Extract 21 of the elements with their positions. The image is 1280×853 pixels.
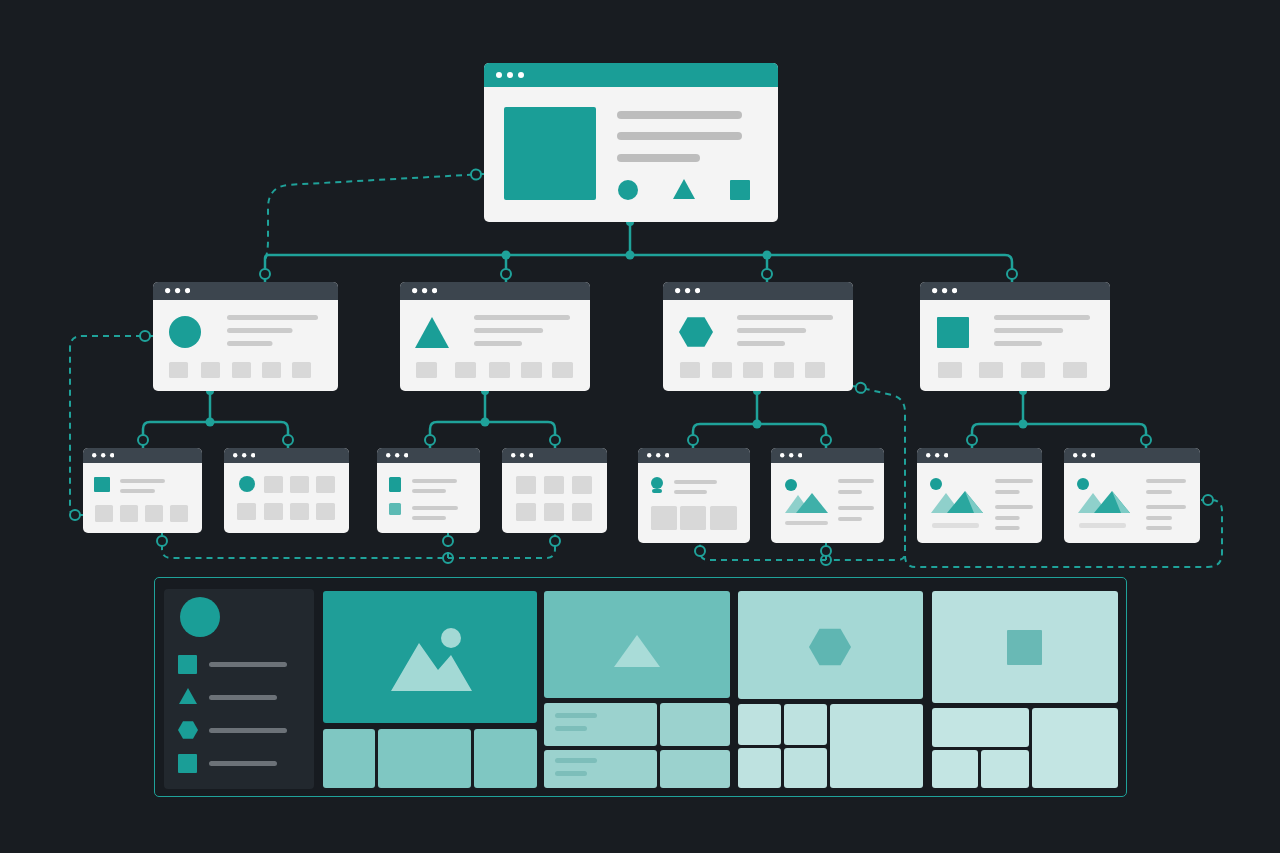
browser-window bbox=[920, 282, 1110, 391]
browser-window bbox=[224, 448, 349, 533]
browser-window bbox=[484, 63, 778, 222]
browser-window bbox=[1064, 448, 1200, 543]
browser-window bbox=[153, 282, 338, 391]
browser-window bbox=[377, 448, 480, 533]
dashed-connector bbox=[156, 532, 454, 564]
dashed-connector bbox=[694, 542, 827, 561]
dashed-connector bbox=[904, 494, 1223, 568]
browser-window bbox=[83, 448, 202, 533]
dashed-connector bbox=[820, 542, 832, 561]
dashed-connector bbox=[447, 532, 561, 559]
dashed-connector bbox=[69, 330, 154, 521]
browser-window bbox=[663, 282, 853, 391]
browser-window bbox=[400, 282, 590, 391]
dashed-connector bbox=[442, 532, 454, 559]
browser-window bbox=[638, 448, 750, 543]
browser-window bbox=[502, 448, 607, 533]
connector-line bbox=[259, 262, 271, 282]
browser-window bbox=[917, 448, 1042, 543]
browser-window bbox=[771, 448, 884, 543]
